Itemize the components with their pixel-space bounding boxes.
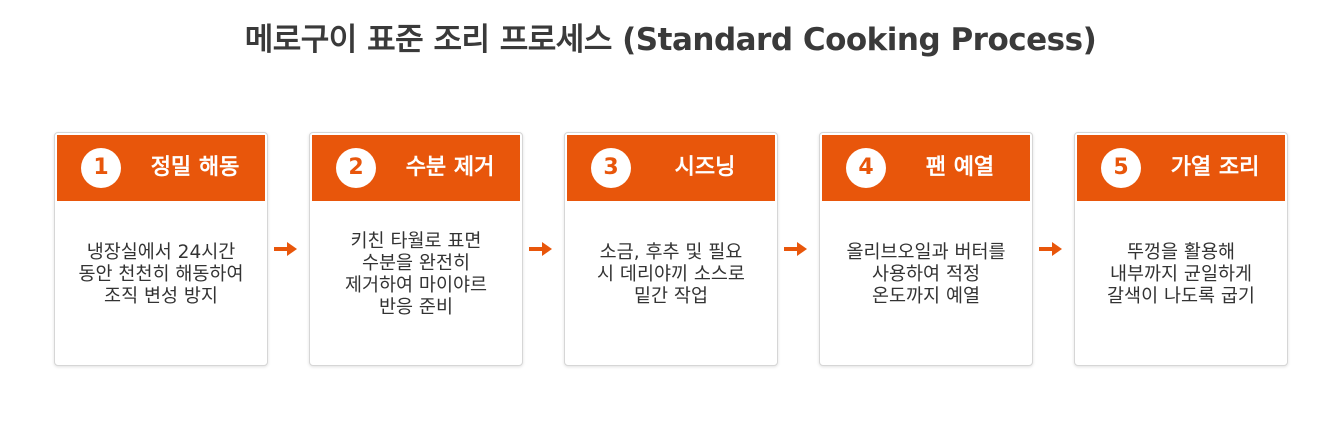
step-number-badge: 4 — [846, 148, 886, 188]
step-card-2: 2 수분 제거 키친 타월로 표면 수분을 완전히 제거하여 마이야르 반응 준… — [309, 132, 523, 366]
step-card-4: 4 팬 예열 올리브오일과 버터를 사용하여 적정 온도까지 예열 — [819, 132, 1033, 366]
step-body: 키친 타월로 표면 수분을 완전히 제거하여 마이야르 반응 준비 — [316, 201, 516, 363]
step-number-badge: 5 — [1101, 148, 1141, 188]
step-description: 키친 타월로 표면 수분을 완전히 제거하여 마이야르 반응 준비 — [344, 231, 488, 318]
step-header: 3 시즈닝 — [567, 135, 775, 201]
arrow-right-icon — [784, 242, 807, 256]
step-description: 올리브오일과 버터를 사용하여 적정 온도까지 예열 — [846, 242, 1006, 307]
step-card-3: 3 시즈닝 소금, 후추 및 필요 시 데리야끼 소스로 밑간 작업 — [564, 132, 778, 366]
step-body: 소금, 후추 및 필요 시 데리야끼 소스로 밑간 작업 — [571, 201, 771, 363]
arrow-right-icon — [274, 242, 297, 256]
step-title: 시즈닝 — [674, 155, 736, 180]
step-body: 냉장실에서 24시간 동안 천천히 해동하여 조직 변성 방지 — [61, 201, 261, 363]
step-card-1: 1 정밀 해동 냉장실에서 24시간 동안 천천히 해동하여 조직 변성 방지 — [54, 132, 268, 366]
diagram-title: 메로구이 표준 조리 프로세스 (Standard Cooking Proces… — [244, 22, 1097, 58]
step-header: 5 가열 조리 — [1077, 135, 1285, 201]
step-card-5: 5 가열 조리 뚜껑을 활용해 내부까지 균일하게 갈색이 나도록 굽기 — [1074, 132, 1288, 366]
step-title: 팬 예열 — [925, 155, 995, 180]
step-header: 1 정밀 해동 — [57, 135, 265, 201]
step-body: 뚜껑을 활용해 내부까지 균일하게 갈색이 나도록 굽기 — [1081, 201, 1281, 363]
step-number-badge: 1 — [81, 148, 121, 188]
step-header: 2 수분 제거 — [312, 135, 520, 201]
step-number-badge: 3 — [591, 148, 631, 188]
step-header: 4 팬 예열 — [822, 135, 1030, 201]
step-title: 정밀 해동 — [150, 155, 240, 180]
process-steps: 1 정밀 해동 냉장실에서 24시간 동안 천천히 해동하여 조직 변성 방지 … — [54, 132, 1290, 368]
step-description: 뚜껑을 활용해 내부까지 균일하게 갈색이 나도록 굽기 — [1107, 242, 1255, 307]
step-description: 소금, 후추 및 필요 시 데리야끼 소스로 밑간 작업 — [597, 242, 745, 307]
step-body: 올리브오일과 버터를 사용하여 적정 온도까지 예열 — [826, 201, 1026, 363]
step-title: 수분 제거 — [405, 155, 495, 180]
step-number-badge: 2 — [336, 148, 376, 188]
step-title: 가열 조리 — [1170, 155, 1260, 180]
arrow-right-icon — [1039, 242, 1062, 256]
arrow-right-icon — [529, 242, 552, 256]
step-description: 냉장실에서 24시간 동안 천천히 해동하여 조직 변성 방지 — [78, 242, 244, 307]
